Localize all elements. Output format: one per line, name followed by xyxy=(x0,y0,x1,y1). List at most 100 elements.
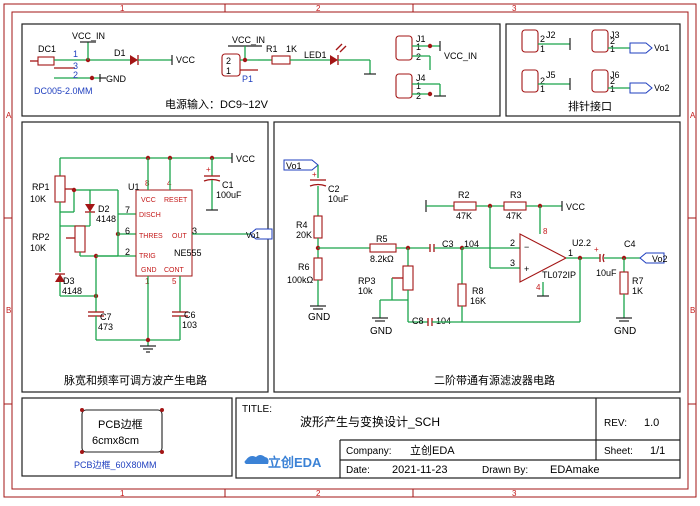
u2-part: TL072IP xyxy=(542,270,576,280)
d1-ref: D1 xyxy=(114,48,126,58)
power-circuit: DC1 DC005-2.0MM 1 3 2 GND VCC_IN D1 VCC … xyxy=(30,31,477,111)
r2-value: 47K xyxy=(456,211,472,221)
c1-value: 100uF xyxy=(216,190,242,200)
j5-pin1: 1 xyxy=(540,84,545,94)
rp3-value: 10k xyxy=(358,286,373,296)
drawn-value: EDAmake xyxy=(550,464,600,476)
j3-header-symbol xyxy=(591,29,609,53)
r5-ref: R5 xyxy=(376,234,388,244)
power-section-title: 电源输入：DC9~12V xyxy=(165,97,269,111)
rp2-ref: RP2 xyxy=(32,232,50,242)
u2-pin2-num: 2 xyxy=(510,238,515,248)
filter-section-title: 二阶带通有源滤波器电路 xyxy=(434,373,555,387)
filter-circuit: Vo1 + C2 10uF R4 20K R6 100kΩ GND R5 8.2… xyxy=(283,159,668,387)
vo1-netport-filter xyxy=(283,159,319,171)
c8-ref: C8 xyxy=(412,316,424,326)
col-label-3: 3 xyxy=(512,4,517,13)
r6-value: 100kΩ xyxy=(287,275,314,285)
d3-diode-icon xyxy=(55,274,65,282)
u2-pin3-num: 3 xyxy=(510,258,515,268)
col-label-3-bottom: 3 xyxy=(512,489,517,498)
d2-value: 4148 xyxy=(96,214,116,224)
r8-resistor-symbol xyxy=(457,283,467,307)
j4-ref: J4 xyxy=(416,73,426,83)
r6-ref: R6 xyxy=(298,262,310,272)
u2-opamp-symbol xyxy=(519,233,568,283)
rp3-potentiometer-symbol xyxy=(402,265,414,291)
vcc-label-osc: VCC xyxy=(236,154,256,164)
d3-ref: D3 xyxy=(63,276,75,286)
lceda-logo-icon: 立创EDA xyxy=(244,455,322,470)
title-block: TITLE: 波形产生与变换设计_SCH REV: 1.0 Company: 立… xyxy=(235,397,681,479)
c2-value: 10uF xyxy=(328,194,349,204)
vcc-in-label-j1: VCC_IN xyxy=(444,51,477,61)
c8-value: 104 xyxy=(436,316,451,326)
p1-pin1: 1 xyxy=(226,66,231,76)
d3-value: 4148 xyxy=(62,286,82,296)
vcc-in-label-p1: VCC_IN xyxy=(232,35,265,45)
u1-pin3-num: 3 xyxy=(192,226,197,236)
filter-section xyxy=(273,121,681,393)
j2-pin1: 1 xyxy=(540,44,545,54)
drawing-frame: 1 2 3 1 2 3 A B A B xyxy=(3,3,697,498)
r5-value: 8.2kΩ xyxy=(370,254,394,264)
c2-plus: + xyxy=(312,170,317,179)
gnd-label-r7: GND xyxy=(614,326,636,337)
r3-ref: R3 xyxy=(510,190,522,200)
vo2-label-filter: Vo2 xyxy=(652,254,668,264)
pcb-frame-title: PCB边框 xyxy=(98,418,143,431)
date-label: Date: xyxy=(346,465,370,476)
r5-resistor-symbol xyxy=(369,243,397,253)
c3-value: 104 xyxy=(464,239,479,249)
gnd-label-dc: GND xyxy=(106,74,127,84)
sheet-value: 1/1 xyxy=(650,445,665,457)
rp1-value: 10K xyxy=(30,194,46,204)
j5-ref: J5 xyxy=(546,70,556,80)
power-section xyxy=(21,23,501,117)
dc1-part: DC005-2.0MM xyxy=(34,86,93,96)
led1-ref: LED1 xyxy=(304,50,327,60)
u2-plus: + xyxy=(524,264,529,274)
u1-thres-pin: THRES xyxy=(139,233,163,240)
row-label-a: A xyxy=(6,111,12,120)
company-label: Company: xyxy=(346,446,392,457)
vo1-netport-j3 xyxy=(629,42,653,54)
rp2-potentiometer-symbol xyxy=(74,225,86,253)
j2-pin2: 2 xyxy=(540,34,545,44)
vcc-label-filter: VCC xyxy=(566,202,586,212)
u1-pin2-num: 2 xyxy=(125,247,130,257)
r4-value: 20K xyxy=(296,230,312,240)
u1-ne555-symbol xyxy=(135,189,193,277)
rp3-ref: RP3 xyxy=(358,276,376,286)
row-label-a-right: A xyxy=(690,111,696,120)
r2-ref: R2 xyxy=(458,190,470,200)
r1-resistor-symbol xyxy=(271,55,291,65)
j3-ref: J3 xyxy=(610,30,620,40)
j4-header-symbol xyxy=(395,73,413,99)
dc-jack-symbol xyxy=(37,56,55,66)
r4-resistor-symbol xyxy=(313,215,323,239)
vo1-label-j3: Vo1 xyxy=(654,43,670,53)
oscillator-section xyxy=(21,121,269,393)
vo1-label-osc: Vo1 xyxy=(246,231,260,240)
rev-value: 1.0 xyxy=(644,417,659,429)
vo2-label-j6: Vo2 xyxy=(654,83,670,93)
j1-pin1: 1 xyxy=(416,42,421,52)
gnd-label-rp3: GND xyxy=(370,326,392,337)
c7-value: 473 xyxy=(98,322,113,332)
u2-pin8-num: 8 xyxy=(543,227,548,236)
r4-ref: R4 xyxy=(296,220,308,230)
dc1-pin2: 2 xyxy=(73,70,78,80)
u1-part: NE555 xyxy=(174,248,202,258)
vo1-label-filter: Vo1 xyxy=(286,161,302,171)
j2-ref: J2 xyxy=(546,30,556,40)
r1-ref: R1 xyxy=(266,44,278,54)
r3-value: 47K xyxy=(506,211,522,221)
col-label-2: 2 xyxy=(316,4,321,13)
company-value: 立创EDA xyxy=(410,443,455,457)
u1-pin7-num: 7 xyxy=(125,205,130,215)
u2-ref: U2.2 xyxy=(572,238,591,248)
d2-ref: D2 xyxy=(98,204,110,214)
r8-value: 16K xyxy=(470,296,486,306)
j6-pin2: 2 xyxy=(610,76,615,86)
